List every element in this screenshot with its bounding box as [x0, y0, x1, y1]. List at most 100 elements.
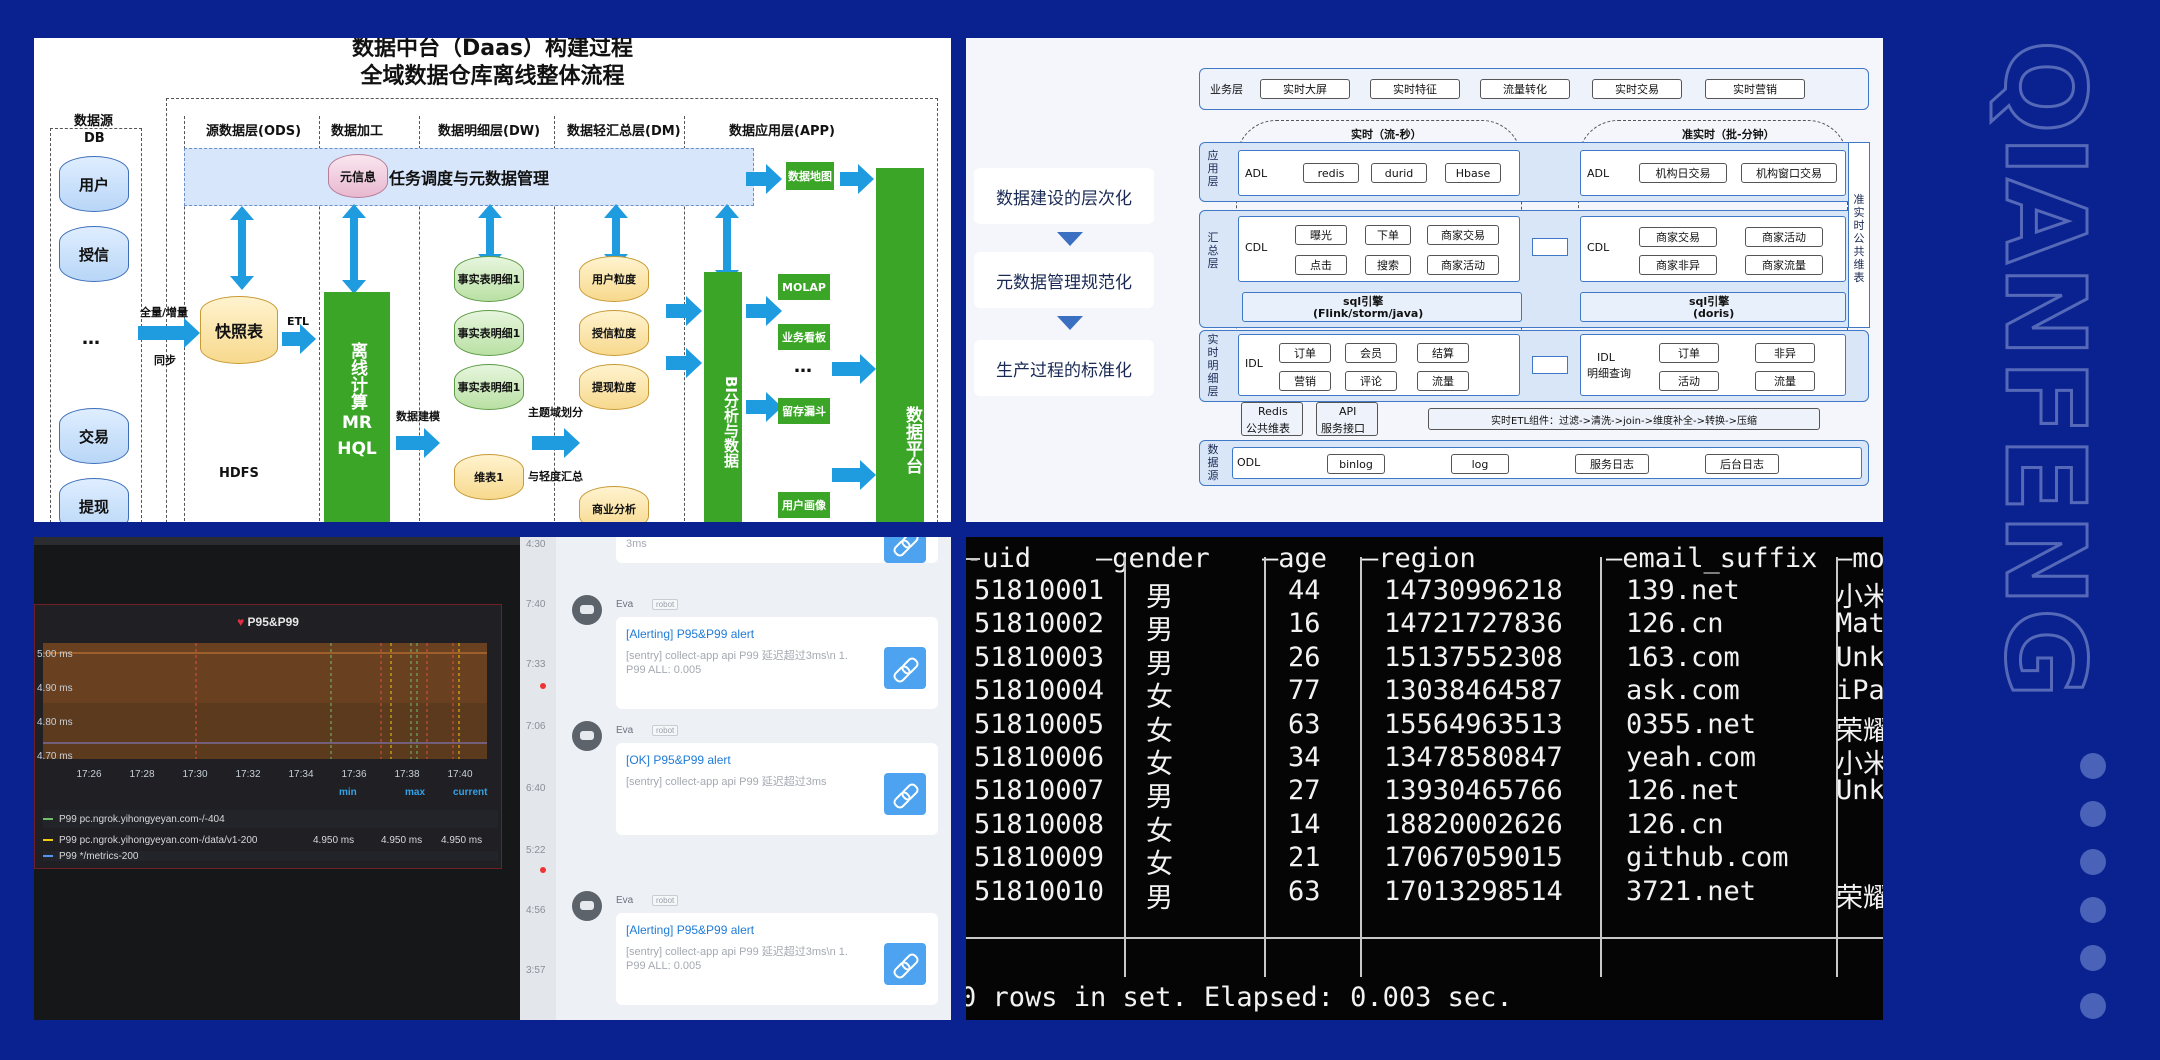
cell-mod: iPa: [1836, 675, 1883, 707]
query-footer: 0 rows in set. Elapsed: 0.003 sec.: [966, 982, 1513, 1013]
x-tick: 17:32: [235, 769, 260, 780]
odl-box: ODL binlog log 服务日志 后台日志: [1232, 447, 1862, 479]
cell-email-suffix: ask.com: [1626, 675, 1740, 707]
cdl-flow-arrow: [1532, 238, 1568, 256]
legend-row[interactable]: P99 pc.ngrok.yihongyeyan.com-/data/v1-20…: [43, 831, 498, 849]
detail-layer-label: 实时明细层: [1207, 333, 1219, 398]
grafana-panel-title[interactable]: ♥ P95&P99: [237, 615, 299, 629]
idl-label: IDL: [1245, 357, 1263, 370]
x-tick: 17:26: [76, 769, 101, 780]
adl-item: Hbase: [1445, 163, 1501, 183]
alert-body: [sentry] collect-app api P99 延迟超过3ms: [626, 776, 827, 788]
decor-dot: [2080, 849, 2106, 875]
column-divider: [554, 116, 555, 522]
cell-age: 63: [1288, 708, 1321, 740]
fact-table-3: 事实表明细1: [454, 364, 524, 410]
cell-email-suffix: 0355.net: [1626, 708, 1757, 740]
column-divider: [419, 116, 420, 522]
message-card[interactable]: [OK] P95&P99 alert [sentry] collect-app …: [616, 743, 938, 835]
hql-label: HQL: [337, 439, 377, 459]
legend-max-header[interactable]: max: [405, 787, 426, 798]
warehouse-frame: [166, 98, 938, 522]
cell-region: 13930465766: [1384, 775, 1563, 807]
app-dashboard: 业务看板: [778, 324, 830, 350]
legend-row[interactable]: P99 */metrics-200: [43, 851, 498, 861]
message-card[interactable]: [Alerting] P95&P99 alert [sentry] collec…: [616, 913, 938, 1005]
business-item: 实时特征: [1370, 79, 1460, 99]
legend-color: [43, 839, 53, 841]
granularity-withdraw: 提现粒度: [579, 364, 649, 410]
legend-current-header[interactable]: current: [453, 787, 488, 798]
grafana-panel: ♥ P95&P99 5.00 ms 4.90 ms 4.80 ms 4.70 m…: [34, 604, 502, 869]
alert-title[interactable]: [OK] P95&P99 alert: [626, 753, 731, 767]
y-tick: 4.80 ms: [37, 717, 73, 728]
source-layer: 数据源 ODL binlog log 服务日志 后台日志: [1199, 440, 1869, 486]
legend-row[interactable]: P99 pc.ngrok.yihongyeyan.com-/-404: [43, 810, 498, 828]
cell-mod: 荣耀: [1836, 882, 1883, 914]
app-molap: MOLAP: [778, 274, 830, 300]
cell-age: 21: [1288, 842, 1321, 874]
robot-avatar-icon: [572, 721, 602, 751]
header-rule: [966, 558, 980, 560]
cell-uid: 51810001: [974, 575, 1105, 606]
message-card-partial[interactable]: 3ms: [616, 537, 938, 563]
alert-title[interactable]: [Alerting] P95&P99 alert: [626, 923, 755, 937]
timestamp: 7:40: [526, 599, 546, 610]
x-tick: 17:34: [288, 769, 313, 780]
timestamp: 6:40: [526, 783, 546, 794]
x-tick: 17:38: [394, 769, 419, 780]
idl-flow-arrow: [1532, 356, 1568, 374]
cell-gender: 女: [1146, 749, 1173, 780]
grafana-toolbar: [34, 537, 520, 545]
source-db-label: DB: [84, 131, 105, 146]
odl-item: 服务日志: [1575, 454, 1649, 474]
robot-badge: robot: [652, 895, 679, 906]
app-arrow: [746, 392, 782, 422]
legend-name: P99 */metrics-200: [59, 851, 139, 861]
realtime-header: 实时（流-秒）: [1351, 128, 1422, 141]
adl-item: redis: [1303, 163, 1359, 183]
granularity-credit: 授信粒度: [579, 310, 649, 356]
fact-table-1: 事实表明细1: [454, 256, 524, 302]
message-sender: Eva: [616, 725, 634, 736]
step-down-arrow: [1057, 232, 1083, 246]
bi-analysis-bar: BI分析与数据: [704, 272, 742, 522]
api-sub: 服务接口: [1321, 422, 1365, 435]
business-item: 实时大屏: [1260, 79, 1350, 99]
column-header-age: —age: [1262, 543, 1328, 574]
data-platform-bar: 数据平台: [876, 168, 924, 522]
api-label: API: [1339, 405, 1357, 418]
link-icon[interactable]: [884, 773, 926, 815]
cell-age: 44: [1288, 575, 1321, 606]
cell-uid: 51810006: [974, 742, 1105, 773]
link-icon[interactable]: [884, 537, 926, 563]
snapshot-table: 快照表: [200, 296, 278, 364]
cell-email-suffix: 126.cn: [1626, 608, 1724, 640]
robot-badge: robot: [652, 725, 679, 736]
cell-mod: Unk: [1836, 775, 1883, 807]
cell-region: 13038464587: [1384, 675, 1563, 707]
cell-gender: 女: [1146, 815, 1173, 847]
app-user-profile: 用户画像: [778, 492, 830, 518]
diagram-title-line1: 数据中台（Daas）构建过程: [351, 38, 634, 61]
legend-min-header[interactable]: min: [339, 787, 357, 798]
column-separator: [1600, 557, 1602, 977]
cell-region: 13478580847: [1384, 742, 1563, 773]
idl-item: 结算: [1417, 343, 1469, 363]
idl2-label: IDL: [1597, 351, 1615, 364]
step-down-arrow: [1057, 316, 1083, 330]
cell-age: 27: [1288, 775, 1321, 807]
link-icon[interactable]: [884, 943, 926, 985]
sql-engine-box: sql引擎 (Flink/storm/java): [1242, 292, 1522, 322]
alert-title[interactable]: [Alerting] P95&P99 alert: [626, 627, 755, 641]
message-card[interactable]: [Alerting] P95&P99 alert [sentry] collec…: [616, 617, 938, 709]
link-icon[interactable]: [884, 647, 926, 689]
cell-uid: 51810004: [974, 675, 1105, 707]
cell-uid: 51810002: [974, 608, 1105, 640]
cell-uid: 51810003: [974, 641, 1105, 673]
odl-item: 后台日志: [1705, 454, 1779, 474]
step-metadata: 元数据管理规范化: [974, 252, 1154, 308]
cell-mod: Mat: [1836, 608, 1883, 640]
legend-max: 4.950 ms: [381, 834, 423, 846]
offline-calc-bar: 离线计算 MR HQL: [324, 292, 390, 522]
